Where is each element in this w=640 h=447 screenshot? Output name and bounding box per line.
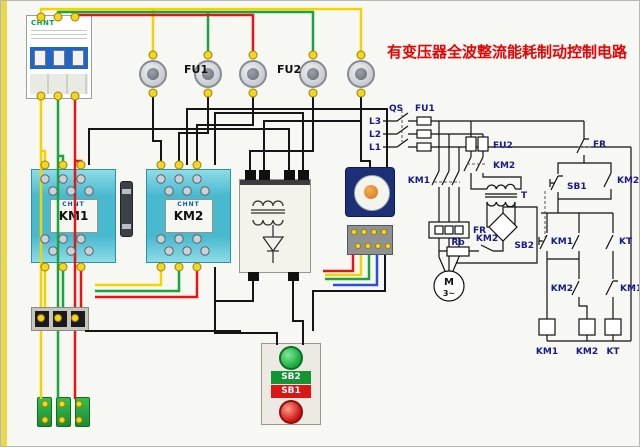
- schematic: L3 L2 L1 QS FU1 KM1 FR FU2 KM2 T KM2 Rb …: [369, 104, 640, 357]
- blue-wire: [333, 255, 379, 287]
- time-relay: [345, 167, 395, 217]
- label-km2-dc: KM2: [476, 234, 498, 244]
- label-fu1: FU1: [415, 104, 435, 114]
- schematic-lines: [383, 112, 632, 342]
- label-motor-m: M: [444, 277, 454, 288]
- breaker-levers: [30, 47, 88, 69]
- terminal-strip: [31, 307, 89, 331]
- label-l2: L2: [369, 130, 381, 140]
- sb1-label: SB1: [271, 385, 311, 398]
- label-kt-contact: KT: [619, 237, 633, 247]
- transformer-symbol: [485, 183, 517, 208]
- label-sb2: SB2: [514, 241, 534, 251]
- breaker-terminal-zone: [30, 74, 88, 94]
- fuse-fu2-2: [347, 60, 375, 88]
- green-terminal: [75, 397, 90, 427]
- label-coil-kt: KT: [606, 347, 620, 357]
- breaker-lever: [52, 50, 65, 66]
- contactor-brand: CHNT: [62, 201, 85, 208]
- breaker-print: [31, 30, 87, 42]
- fuse-fu2-1: [299, 60, 327, 88]
- label-km2-aux: KM2: [551, 284, 573, 294]
- label-rb: Rb: [451, 238, 465, 248]
- contactor-km1: CHNT KM1: [31, 169, 116, 263]
- label-fr-contact: FR: [593, 140, 606, 150]
- fuse-core: [355, 68, 367, 80]
- label-transformer: T: [521, 191, 528, 201]
- pushbutton-station: SB2 SB1: [261, 343, 321, 425]
- label-km2-top: KM2: [617, 176, 639, 186]
- fuse-core: [147, 68, 159, 80]
- label-l3: L3: [369, 117, 381, 127]
- contactor-km1-label: KM1: [58, 209, 89, 223]
- label-fu2: FU2: [493, 141, 513, 151]
- green-terminal: [56, 397, 71, 427]
- fuse-core: [307, 68, 319, 80]
- schematic-dashed-links: [401, 110, 591, 237]
- rectifier-module: [239, 179, 311, 273]
- breaker-lever: [33, 50, 46, 66]
- label-km2-main: KM2: [493, 161, 515, 171]
- time-relay-terminal-block: [347, 225, 393, 255]
- contactor-km1-plate: CHNT KM1: [49, 199, 98, 233]
- fu2-group-label: FU2: [277, 63, 302, 76]
- rectifier-top-bar: [240, 180, 310, 185]
- label-sb1: SB1: [567, 182, 587, 192]
- diagram-title: 有变压器全波整流能耗制动控制电路: [387, 43, 628, 61]
- terminal-cube: [35, 311, 49, 327]
- contactor-km2: CHNT KM2: [146, 169, 231, 263]
- label-km1-interlock: KM1: [620, 284, 640, 294]
- circuit-breaker: CHNT: [26, 15, 92, 99]
- time-relay-knob: [364, 185, 378, 199]
- green-terminal: [37, 397, 52, 427]
- fu1-group-label: FU1: [184, 63, 209, 76]
- fuse-fu1-3: [239, 60, 267, 88]
- label-motor-3ph: 3~: [443, 289, 455, 298]
- sb1-red-button: [279, 400, 303, 424]
- breaker-brand: CHNT: [31, 19, 55, 27]
- contactor-km2-plate: CHNT KM2: [164, 199, 213, 233]
- fuse-core: [247, 68, 259, 80]
- label-km1-selfhold: KM1: [551, 237, 573, 247]
- label-coil-km2: KM2: [576, 347, 598, 357]
- left-edge-strip: [1, 1, 7, 446]
- interlock-module: [120, 181, 133, 237]
- contactor-km2-label: KM2: [173, 209, 204, 223]
- fuse-fu1-1: [139, 60, 167, 88]
- label-fr-heater: FR: [473, 226, 486, 236]
- label-km1-main: KM1: [408, 176, 430, 186]
- breaker-lever: [72, 50, 85, 66]
- sb2-label: SB2: [271, 371, 311, 384]
- terminal-cube: [53, 311, 67, 327]
- label-qs: QS: [389, 104, 403, 114]
- label-coil-km1: KM1: [536, 347, 558, 357]
- sb2-green-button: [279, 346, 303, 370]
- schematic-boxes: [416, 116, 622, 336]
- green-terminal-row: [37, 397, 90, 427]
- label-l1: L1: [369, 143, 381, 153]
- contactor-brand: CHNT: [177, 201, 200, 208]
- terminal-cube: [71, 311, 85, 327]
